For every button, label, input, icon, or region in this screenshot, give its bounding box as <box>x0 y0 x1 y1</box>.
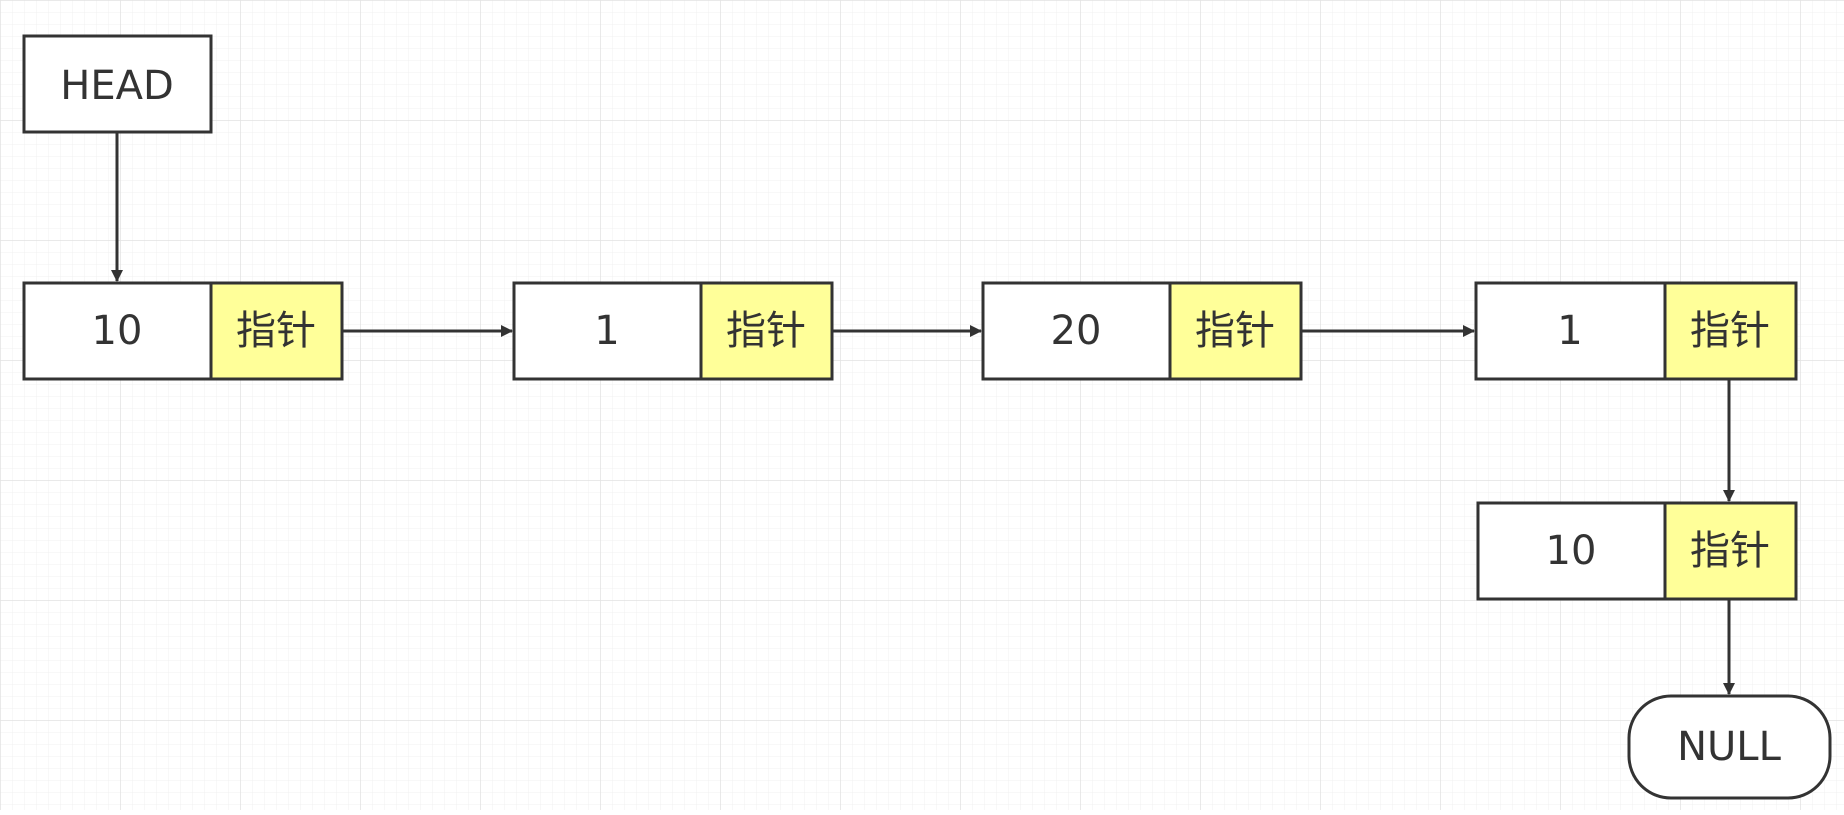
node-2-value: 1 <box>594 308 619 354</box>
list-node-5[interactable]: 10 指针 <box>1476 501 1798 601</box>
head-box[interactable]: HEAD <box>22 34 213 134</box>
node-3-pointer-label: 指针 <box>1195 308 1275 354</box>
node-2-value-cell <box>512 281 703 381</box>
null-terminal[interactable]: NULL <box>1627 694 1832 800</box>
node-1-pointer-cell <box>209 281 344 381</box>
node-5-value: 10 <box>1546 528 1597 574</box>
node-2-pointer-label: 指针 <box>726 308 806 354</box>
node-3-value: 20 <box>1051 308 1102 354</box>
list-node-2[interactable]: 1 指针 <box>512 281 834 381</box>
head-label: HEAD <box>60 63 174 109</box>
node-3-value-cell <box>981 281 1172 381</box>
node-1-pointer-label: 指针 <box>236 308 316 354</box>
node-5-pointer-cell <box>1663 501 1798 601</box>
list-node-4[interactable]: 1 指针 <box>1474 281 1798 381</box>
node-1-value-cell <box>22 281 213 381</box>
node-4-value: 1 <box>1557 308 1582 354</box>
list-node-3[interactable]: 20 指针 <box>981 281 1303 381</box>
node-4-pointer-cell <box>1663 281 1798 381</box>
node-4-pointer-label: 指针 <box>1690 308 1770 354</box>
list-node-1[interactable]: 10 指针 <box>22 281 344 381</box>
null-label: NULL <box>1677 724 1781 770</box>
node-5-pointer-label: 指针 <box>1690 528 1770 574</box>
node-1-value: 10 <box>92 308 143 354</box>
